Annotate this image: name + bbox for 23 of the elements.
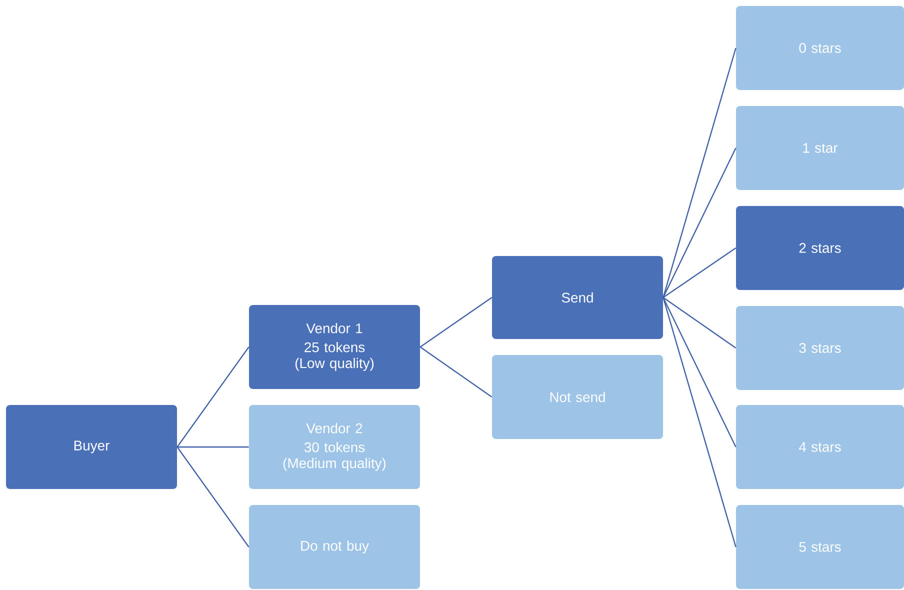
option-box: Do not buy <box>249 504 420 589</box>
option-box: 2 stars <box>736 206 904 290</box>
option-box: Not send <box>492 354 663 439</box>
option-box: Buyer <box>6 404 177 489</box>
option-box: 3 stars <box>736 306 904 390</box>
connector-line <box>662 247 736 298</box>
option-box: Send <box>492 256 663 339</box>
option-box: 4 stars <box>736 404 904 489</box>
option-box: Vendor 2 30 tokens (Medium quality) <box>249 404 420 489</box>
option-box: 1 star <box>736 106 904 190</box>
connector-line <box>420 297 492 348</box>
option-box: 0 stars <box>736 6 904 90</box>
connector-line <box>177 446 249 448</box>
connector-line <box>176 446 250 548</box>
connector-line <box>176 346 250 448</box>
connector-line <box>662 297 736 348</box>
option-box: 5 stars <box>736 504 904 589</box>
connector-line <box>662 297 736 548</box>
option-box: Vendor 1 25 tokens (Low quality) <box>249 304 420 389</box>
connector-line <box>662 48 736 298</box>
connector-line <box>420 346 492 398</box>
connector-line <box>662 297 736 448</box>
connector-line <box>662 148 736 298</box>
